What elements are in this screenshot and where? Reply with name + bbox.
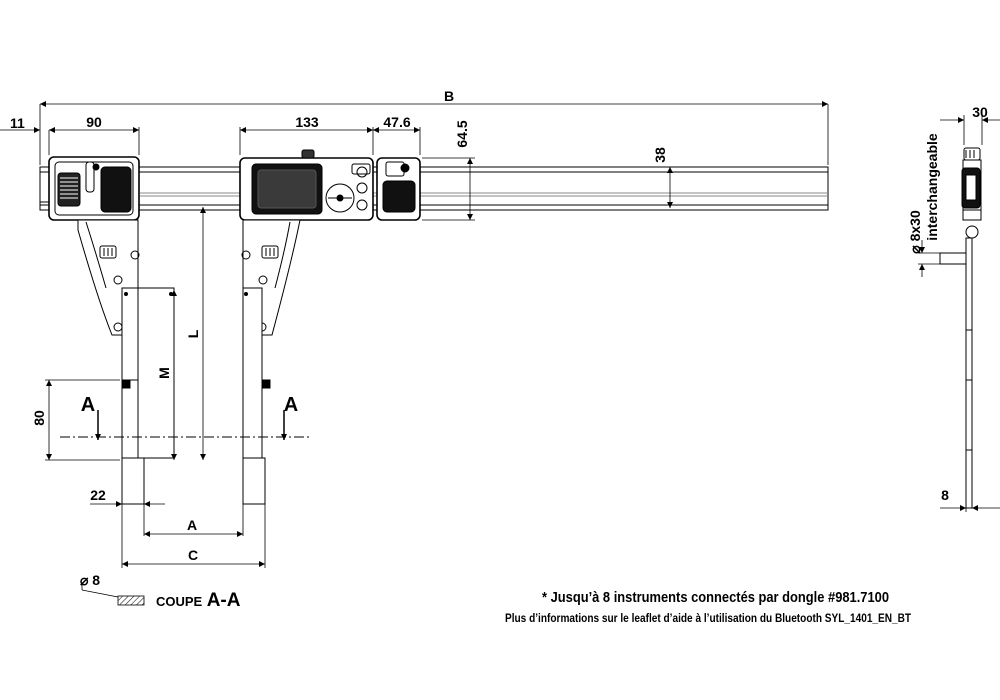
section-title-name: A-A <box>206 590 241 611</box>
dongle-note: * Jusqu’à 8 instruments connectés par do… <box>542 589 889 606</box>
lock-screw-icon <box>301 149 315 159</box>
bluetooth-module <box>376 157 421 221</box>
side-tip-interchangeable-label: interchangeable <box>924 133 940 241</box>
dim-b-label: B <box>444 88 454 104</box>
dim-64-5-label: 64.5 <box>454 120 470 147</box>
dim-a-label: A <box>187 517 197 533</box>
fixed-jaw-head <box>48 156 140 221</box>
front-view <box>39 149 829 505</box>
bluetooth-info-note: Plus d’informations sur le leaflet d’aid… <box>505 611 912 625</box>
dim-m-label: M <box>156 367 172 379</box>
section-mark-right: A <box>284 394 298 416</box>
dim-133-label: 133 <box>295 114 319 130</box>
dim-30-label: 30 <box>972 104 988 120</box>
battery-cover <box>100 166 132 213</box>
dim-c-label: C <box>188 547 198 563</box>
dim-8-label: 8 <box>941 487 949 503</box>
section-title: COUPE A-A <box>156 590 240 612</box>
section-title-word: COUPE <box>156 594 203 609</box>
dim-80-label: 80 <box>31 410 47 426</box>
dim-90-label: 90 <box>86 114 102 130</box>
left-jaw <box>77 219 175 505</box>
dimension-lines <box>0 101 829 568</box>
slider-body <box>239 149 374 221</box>
section-symbol <box>81 584 145 606</box>
side-dimension-lines <box>918 115 1000 512</box>
beam <box>39 166 829 211</box>
dim-11-label: 11 <box>10 115 25 131</box>
section-mark-left: A <box>81 394 95 416</box>
dim-47-6-label: 47.6 <box>383 114 410 130</box>
side-tip-diameter-label: ⌀ 8x30 <box>907 210 923 254</box>
dim-38-label: 38 <box>652 147 668 163</box>
section-tip-diameter-label: ⌀ 8 <box>80 572 100 588</box>
side-view <box>939 147 982 509</box>
dim-l-label: L <box>185 329 201 338</box>
right-jaw <box>241 219 301 505</box>
dim-22-label: 22 <box>90 487 106 503</box>
